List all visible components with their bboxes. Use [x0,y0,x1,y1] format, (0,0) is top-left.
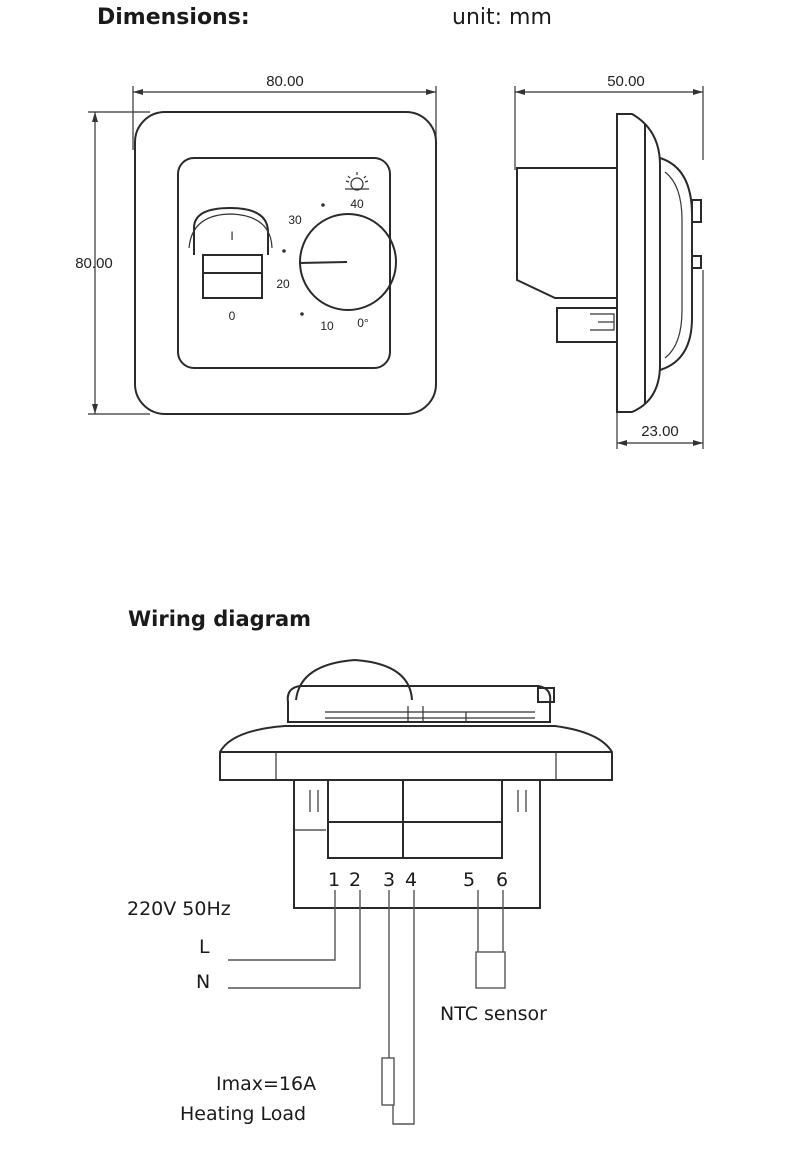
sun-icon [345,172,369,191]
load-label: Heating Load [180,1103,306,1125]
dial-tick-0: 0° [357,316,369,330]
terminal-5: 5 [463,869,475,891]
unit-label: unit: mm [452,5,552,30]
terminal-2: 2 [349,869,361,891]
imax-label: Imax=16A [216,1073,316,1095]
terminal-1: 1 [328,869,340,891]
dial-tick-40: 40 [350,197,364,211]
neutral-label: N [196,971,210,993]
dimensions-title: Dimensions: [97,5,250,30]
sensor-label: NTC sensor [440,1003,547,1025]
wiring-title: Wiring diagram [128,607,311,631]
front-view: 80.00 80.00 I 0 [75,73,437,415]
outer-frame [134,111,437,415]
wiring-device [219,658,613,909]
ntc-sensor-probe [475,951,506,989]
switch-on-label: I [230,229,233,243]
front-width-label: 80.00 [266,73,304,90]
switch-off-label: 0 [229,309,236,323]
inner-plate [177,157,391,369]
dial-tick-10: 10 [320,319,334,333]
terminal-numbers: 1 2 3 4 5 6 [328,869,508,891]
wires [228,890,506,1125]
rocker-switch: I 0 [188,206,273,323]
dial-tick-20: 20 [276,277,290,291]
terminal-3: 3 [383,869,395,891]
side-depth-label: 50.00 [607,73,645,90]
temperature-dial: 40 30 20 10 0° [276,172,397,333]
line-label: L [199,936,210,958]
terminal-6: 6 [496,869,508,891]
dial-tick-30: 30 [288,213,302,227]
side-plate-label: 23.00 [641,423,679,440]
side-view: 50.00 23.00 [514,73,704,449]
supply-label: 220V 50Hz [127,898,231,920]
terminal-4: 4 [405,869,417,891]
front-height-label: 80.00 [75,255,113,272]
heating-load-resistor [381,1057,395,1106]
